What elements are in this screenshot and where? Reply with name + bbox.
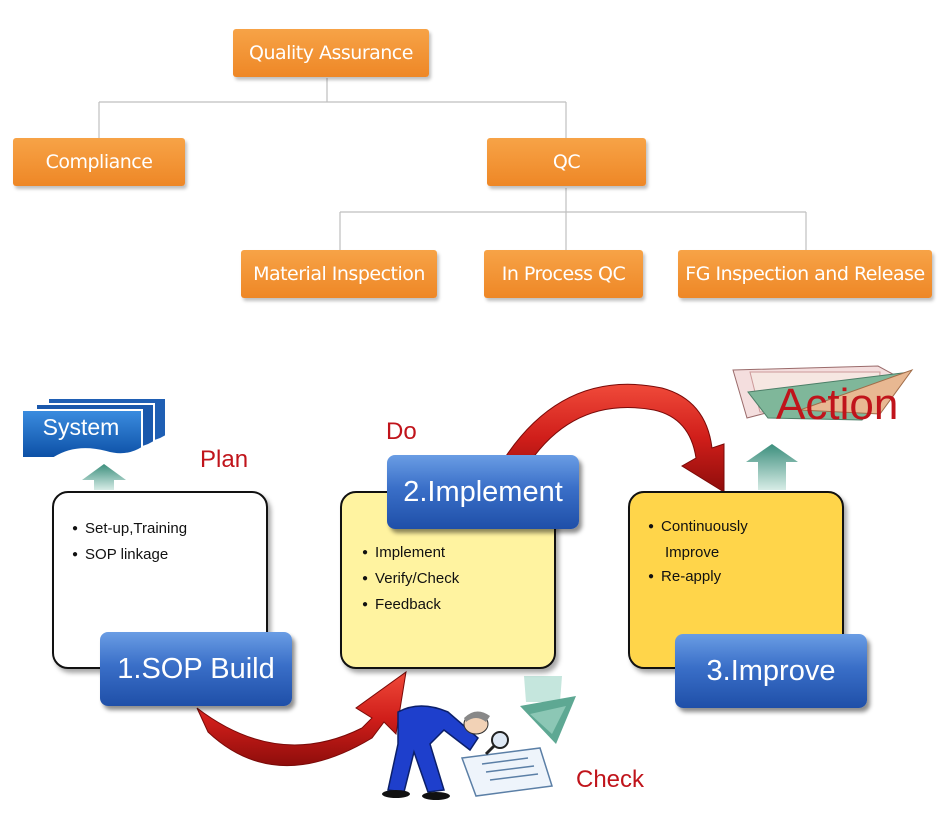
system-documents-icon	[21, 397, 167, 459]
bullet-item: Implement	[362, 541, 459, 567]
bullet-item: Feedback	[362, 593, 459, 619]
step-2-bullets: Implement Verify/Check Feedback	[362, 541, 459, 619]
curved-arrow-icon	[196, 670, 407, 766]
bullet-item: Verify/Check	[362, 567, 459, 593]
up-arrow-icon	[82, 464, 126, 490]
org-label: FG Inspection and Release	[685, 263, 925, 285]
org-box-in-process-qc: In Process QC	[484, 250, 643, 298]
bullet-item: Set-up,Training	[72, 517, 187, 543]
phase-plan-label: Plan	[200, 446, 249, 473]
org-box-fg-inspection: FG Inspection and Release	[678, 250, 932, 298]
phase-action-label: Action	[776, 380, 899, 429]
org-box-compliance: Compliance	[13, 138, 185, 186]
step-3-title-button[interactable]: 3.Improve	[675, 634, 867, 708]
bullet-item: SOP linkage	[72, 543, 187, 569]
bullet-item: ●Continuously	[648, 518, 748, 535]
check-decoration-icon	[520, 676, 576, 744]
curved-arrow-icon	[505, 383, 725, 493]
org-label: In Process QC	[501, 263, 626, 285]
org-label: Compliance	[45, 151, 153, 173]
action-papers-icon	[732, 365, 914, 421]
org-box-material-inspection: Material Inspection	[241, 250, 437, 298]
org-label: QC	[552, 151, 581, 173]
inspector-with-magnifier-icon	[382, 705, 553, 800]
system-label: System	[42, 414, 120, 440]
bullet-item-continuation: Improve	[665, 544, 720, 561]
org-box-qc: QC	[487, 138, 646, 186]
phase-check-label: Check	[576, 766, 645, 793]
step-3-bullets: ●Continuously Improve ●Re-apply	[648, 515, 748, 591]
org-label: Quality Assurance	[249, 42, 413, 64]
step-1-bullets: Set-up,Training SOP linkage	[72, 517, 187, 569]
up-arrow-icon	[746, 444, 798, 490]
org-label: Material Inspection	[253, 263, 425, 285]
step-2-title-button[interactable]: 2.Implement	[387, 455, 579, 529]
phase-do-label: Do	[386, 418, 417, 445]
bullet-item: ●Re-apply	[648, 568, 722, 585]
step-1-title-button[interactable]: 1.SOP Build	[100, 632, 292, 706]
org-box-quality-assurance: Quality Assurance	[233, 29, 429, 77]
